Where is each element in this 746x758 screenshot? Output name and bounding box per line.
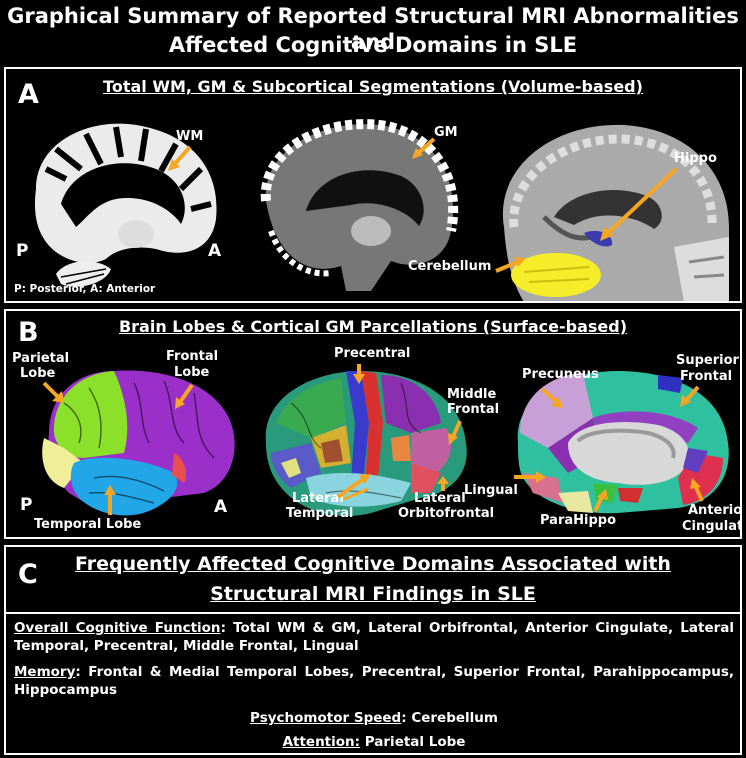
superior-frontal-arrow [680, 385, 700, 407]
panel-c-title-2: Structural MRI Findings in SLE [210, 583, 536, 605]
hippo-arrow [600, 167, 678, 241]
lingual-label: Lingual [464, 483, 518, 498]
overall-key: Overall Cognitive Function [14, 620, 221, 636]
psychomotor-line: Psychomotor Speed: Cerebellum [14, 709, 734, 727]
parcellation-lateral-image [265, 371, 467, 517]
parietal-arrow [42, 381, 64, 403]
panel-c-title-1: Frequently Affected Cognitive Domains As… [75, 553, 671, 575]
panel-c-letter: C [18, 559, 38, 590]
psycho-value: : Cerebellum [401, 710, 498, 726]
gm-label: GM [434, 125, 458, 140]
posterior-label-b: P [20, 495, 33, 515]
psycho-key: Psychomotor Speed [250, 710, 402, 726]
superior-frontal-label-2: Frontal [680, 369, 733, 384]
frontal-label-1: Frontal [166, 349, 219, 364]
lateral-orbitofrontal-label-1: Lateral [414, 491, 466, 506]
attention-value: Parietal Lobe [360, 734, 466, 750]
lateral-orbitofrontal-arrow [437, 476, 449, 491]
middle-frontal-arrow [448, 420, 462, 445]
anterior-label-b: A [214, 497, 228, 517]
wm-label: WM [176, 129, 204, 144]
cerebellum-arrow [495, 257, 526, 273]
lobes-brain-image [42, 370, 235, 516]
attention-line: Attention: Parietal Lobe [14, 733, 734, 751]
lateral-orbitofrontal-label-2: Orbitofrontal [398, 506, 495, 521]
lingual-arrow [514, 471, 546, 483]
parietal-label-1: Parietal [12, 351, 70, 366]
overall-value: : Total WM & GM, Lateral Orbifrontal, An… [14, 620, 735, 654]
lateral-temporal-label-1: Lateral [292, 491, 344, 506]
superior-frontal-label-1: Superior [676, 353, 739, 368]
anterior-cingulate-arrow [690, 478, 704, 502]
parietal-label-2: Lobe [20, 366, 56, 381]
middle-frontal-label-2: Frontal [447, 402, 500, 417]
temporal-arrow [104, 485, 116, 515]
lateral-temporal-label-2: Temporal [286, 506, 354, 521]
gm-segmentation-image [260, 119, 459, 291]
parahippo-arrow [593, 489, 608, 512]
memory-value: : Frontal & Medial Temporal Lobes, Prece… [14, 664, 734, 698]
precuneus-arrow [540, 387, 563, 408]
wm-arrow [168, 145, 192, 171]
parcellation-medial-image [517, 371, 729, 514]
precuneus-label: Precuneus [522, 367, 599, 382]
figure-title-line1: Graphical Summary of Reported Structural… [7, 4, 739, 54]
precentral-arrow [353, 364, 365, 384]
lateral-temporal-arrow [336, 474, 371, 501]
panel-a-letter: A [18, 79, 39, 110]
cerebellum-label: Cerebellum [408, 259, 492, 274]
anterior-cingulate-label-2: Cingulate [682, 519, 740, 534]
precentral-label: Precentral [334, 346, 411, 361]
panel-a-title: Total WM, GM & Subcortical Segmentations… [103, 77, 643, 96]
orientation-legend: P: Posterior, A: Anterior [14, 283, 156, 295]
wm-segmentation-image [34, 123, 217, 287]
panel-b: B Brain Lobes & Cortical GM Parcellation… [4, 309, 742, 539]
frontal-arrow [175, 383, 194, 409]
middle-frontal-label-1: Middle [447, 387, 497, 402]
panel-c-divider [6, 612, 740, 614]
memory-key: Memory [14, 664, 76, 680]
gm-arrow [412, 137, 436, 159]
panel-b-title: Brain Lobes & Cortical GM Parcellations … [118, 317, 628, 336]
panel-b-letter: B [18, 317, 39, 348]
frontal-label-2: Lobe [174, 365, 210, 380]
figure-title-line2: Affected Cognitive Domains in SLE [168, 33, 578, 57]
hippo-label: Hippo [674, 151, 717, 166]
anterior-label-a: A [208, 241, 222, 261]
temporal-lobe-label: Temporal Lobe [34, 517, 142, 532]
panel-a: A Total WM, GM & Subcortical Segmentatio… [4, 67, 742, 303]
memory-line: Memory: Frontal & Medial Temporal Lobes,… [14, 663, 734, 699]
posterior-label-a: P [16, 241, 29, 261]
panel-c: C Frequently Affected Cognitive Domains … [4, 545, 742, 755]
subcortical-mri-image [484, 117, 736, 301]
attention-key: Attention: [282, 734, 361, 750]
overall-cognitive-line: Overall Cognitive Function: Total WM & G… [14, 619, 734, 655]
parahippo-label: ParaHippo [540, 513, 617, 528]
anterior-cingulate-label-1: Anterior [688, 503, 742, 518]
